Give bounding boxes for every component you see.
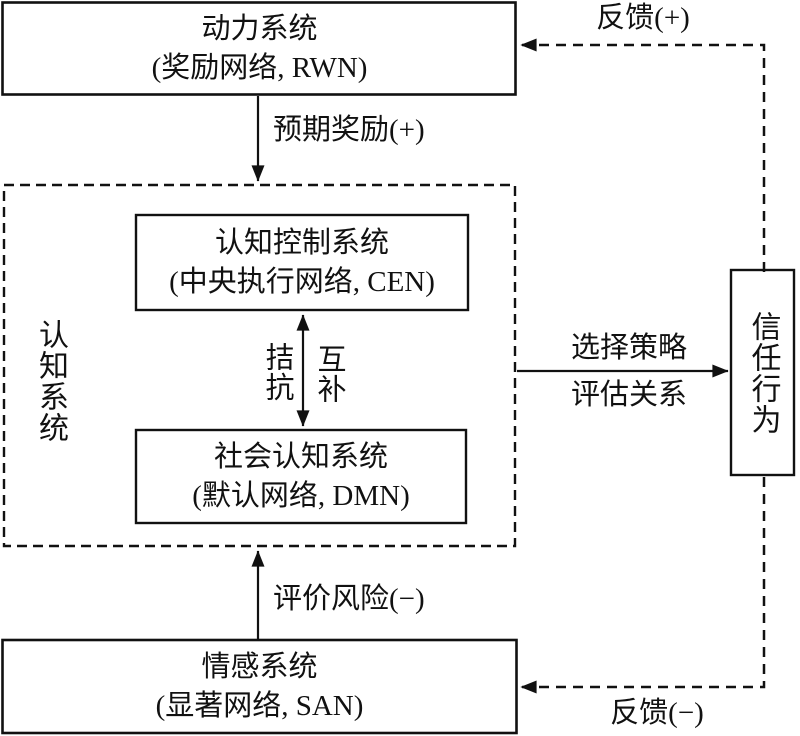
power-system-subtitle: (奖励网络, RWN): [151, 52, 368, 84]
edge-label-select-strategy: 选择策略: [570, 332, 687, 364]
edge-label-antagonism: 拮抗: [261, 342, 293, 402]
edge-label-feedback-negative: 反馈(−): [610, 697, 704, 729]
emotion-system-subtitle: (显著网络, SAN): [155, 689, 364, 722]
cognitive-control-title: 认知控制系统: [214, 226, 389, 259]
trust-behavior-box-outline: [729, 268, 796, 477]
cognitive-control-box-outline: [134, 213, 470, 312]
arrow-feedback-positive: [520, 38, 766, 272]
power-system-box: 动力系统 (奖励网络, RWN): [2, 2, 517, 96]
emotion-system-box: 情感系统 (显著网络, SAN): [2, 640, 517, 733]
social-cognition-title: 社会认知系统: [213, 440, 388, 473]
social-cognition-subtitle: (默认网络, DMN): [192, 479, 410, 512]
edge-label-feedback-positive: 反馈(+): [596, 2, 690, 34]
cognitive-system-dashed-outline: [2, 183, 517, 548]
trust-behavior-box: 信任行为: [746, 310, 780, 435]
edge-label-complement: 互补: [313, 344, 345, 404]
power-system-title: 动力系统: [201, 13, 318, 45]
social-cognition-box: 社会认知系统 (默认网络, DMN): [136, 430, 466, 523]
edge-label-evaluate-risk: 评价风险(−): [273, 583, 425, 615]
social-cognition-box-outline: [134, 428, 468, 525]
edge-label-expected-reward: 预期奖励(+): [273, 114, 425, 146]
arrow-feedback-negative: [520, 477, 766, 694]
emotion-system-box-outline: [1, 638, 518, 735]
power-system-box-outline: [1, 1, 517, 96]
cognitive-control-subtitle: (中央执行网络, CEN): [169, 265, 435, 298]
edge-label-evaluate-relation: 评估关系: [570, 379, 687, 411]
cognitive-control-box: 认知控制系统 (中央执行网络, CEN): [136, 215, 468, 310]
cognitive-system-label: 认知系统: [34, 319, 67, 443]
emotion-system-title: 情感系统: [201, 650, 318, 683]
